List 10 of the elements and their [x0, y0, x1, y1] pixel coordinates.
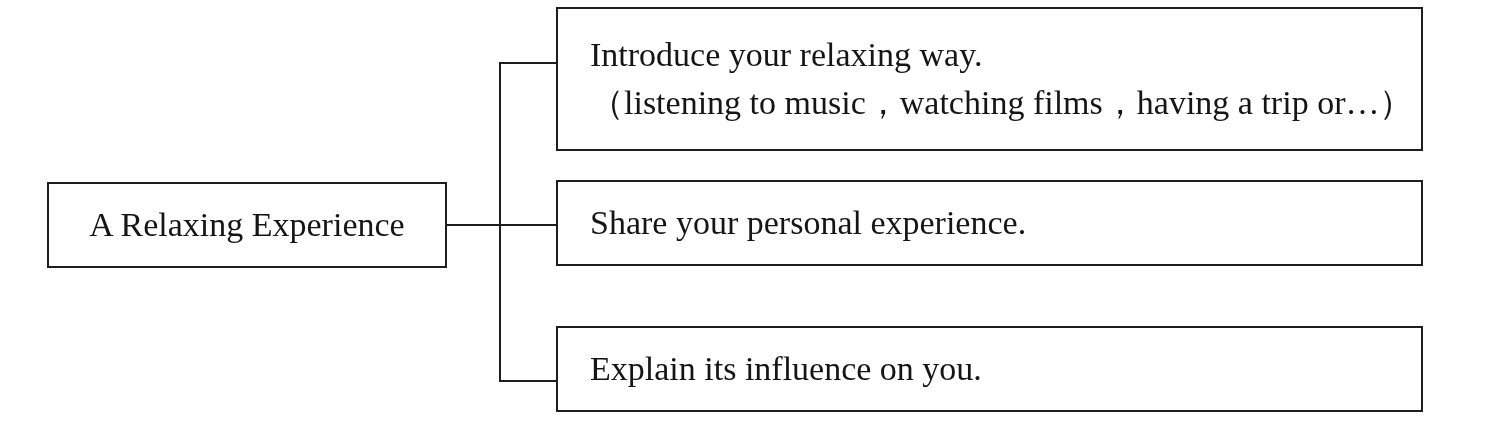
box-text: （listening to music，watching films，having a trip or…）	[590, 83, 1414, 123]
box-text: A Relaxing Experience	[89, 205, 405, 245]
point-box	[556, 7, 1423, 151]
point-box	[556, 326, 1423, 412]
point-box	[556, 180, 1423, 266]
topic-box	[47, 182, 447, 268]
connector-line	[446, 224, 557, 382]
box-text: Share your personal experience.	[590, 203, 1027, 243]
box-text: Introduce your relaxing way.	[590, 35, 983, 75]
box-text: Explain its influence on you.	[590, 349, 982, 389]
